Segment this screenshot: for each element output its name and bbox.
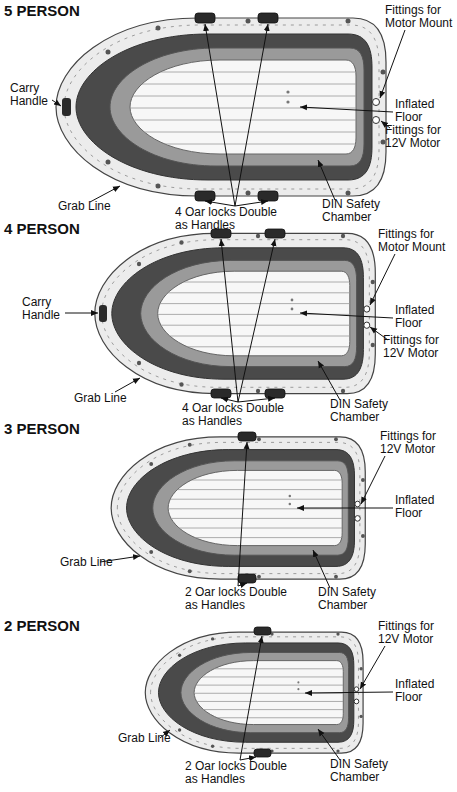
part-label: Grab Line xyxy=(58,200,111,213)
part-label: Grab Line xyxy=(60,556,113,569)
section-heading: 3 PERSON xyxy=(4,420,80,437)
part-label: Fittings for 12V Motor xyxy=(385,124,457,150)
part-label: Fittings for 12V Motor xyxy=(380,430,452,456)
part-label: Inflated Floor xyxy=(395,304,450,330)
part-label: 4 Oar locks Double as Handles xyxy=(175,206,282,232)
part-label: Grab Line xyxy=(74,392,127,405)
part-label: Fittings for Motor Mount xyxy=(385,4,457,30)
part-label: Fittings for Motor Mount xyxy=(378,228,456,254)
section-heading: 5 PERSON xyxy=(4,2,80,19)
part-label: 2 Oar locks Double as Handles xyxy=(185,586,292,612)
part-label: Inflated Floor xyxy=(395,98,450,124)
part-label: Carry Handle xyxy=(10,82,60,108)
part-label: Grab Line xyxy=(118,732,171,745)
boat-5-person xyxy=(56,18,386,196)
part-label: Carry Handle xyxy=(22,296,72,322)
part-label: 2 Oar locks Double as Handles xyxy=(185,760,292,786)
part-label: 4 Oar locks Double as Handles xyxy=(182,402,289,428)
section-heading: 2 PERSON xyxy=(4,617,80,634)
part-label: DIN Safety Chamber xyxy=(322,198,397,224)
part-label: Fittings for 12V Motor xyxy=(383,334,455,360)
leader-lines xyxy=(52,24,405,760)
oar-locks xyxy=(195,13,285,757)
section-heading: 4 PERSON xyxy=(4,220,80,237)
part-label: DIN Safety Chamber xyxy=(330,758,405,784)
part-label: Inflated Floor xyxy=(395,678,450,704)
part-label: Fittings for 12V Motor xyxy=(378,620,453,646)
part-label: DIN Safety Chamber xyxy=(330,398,405,424)
part-label: DIN Safety Chamber xyxy=(318,586,393,612)
part-label: Inflated Floor xyxy=(395,494,450,520)
